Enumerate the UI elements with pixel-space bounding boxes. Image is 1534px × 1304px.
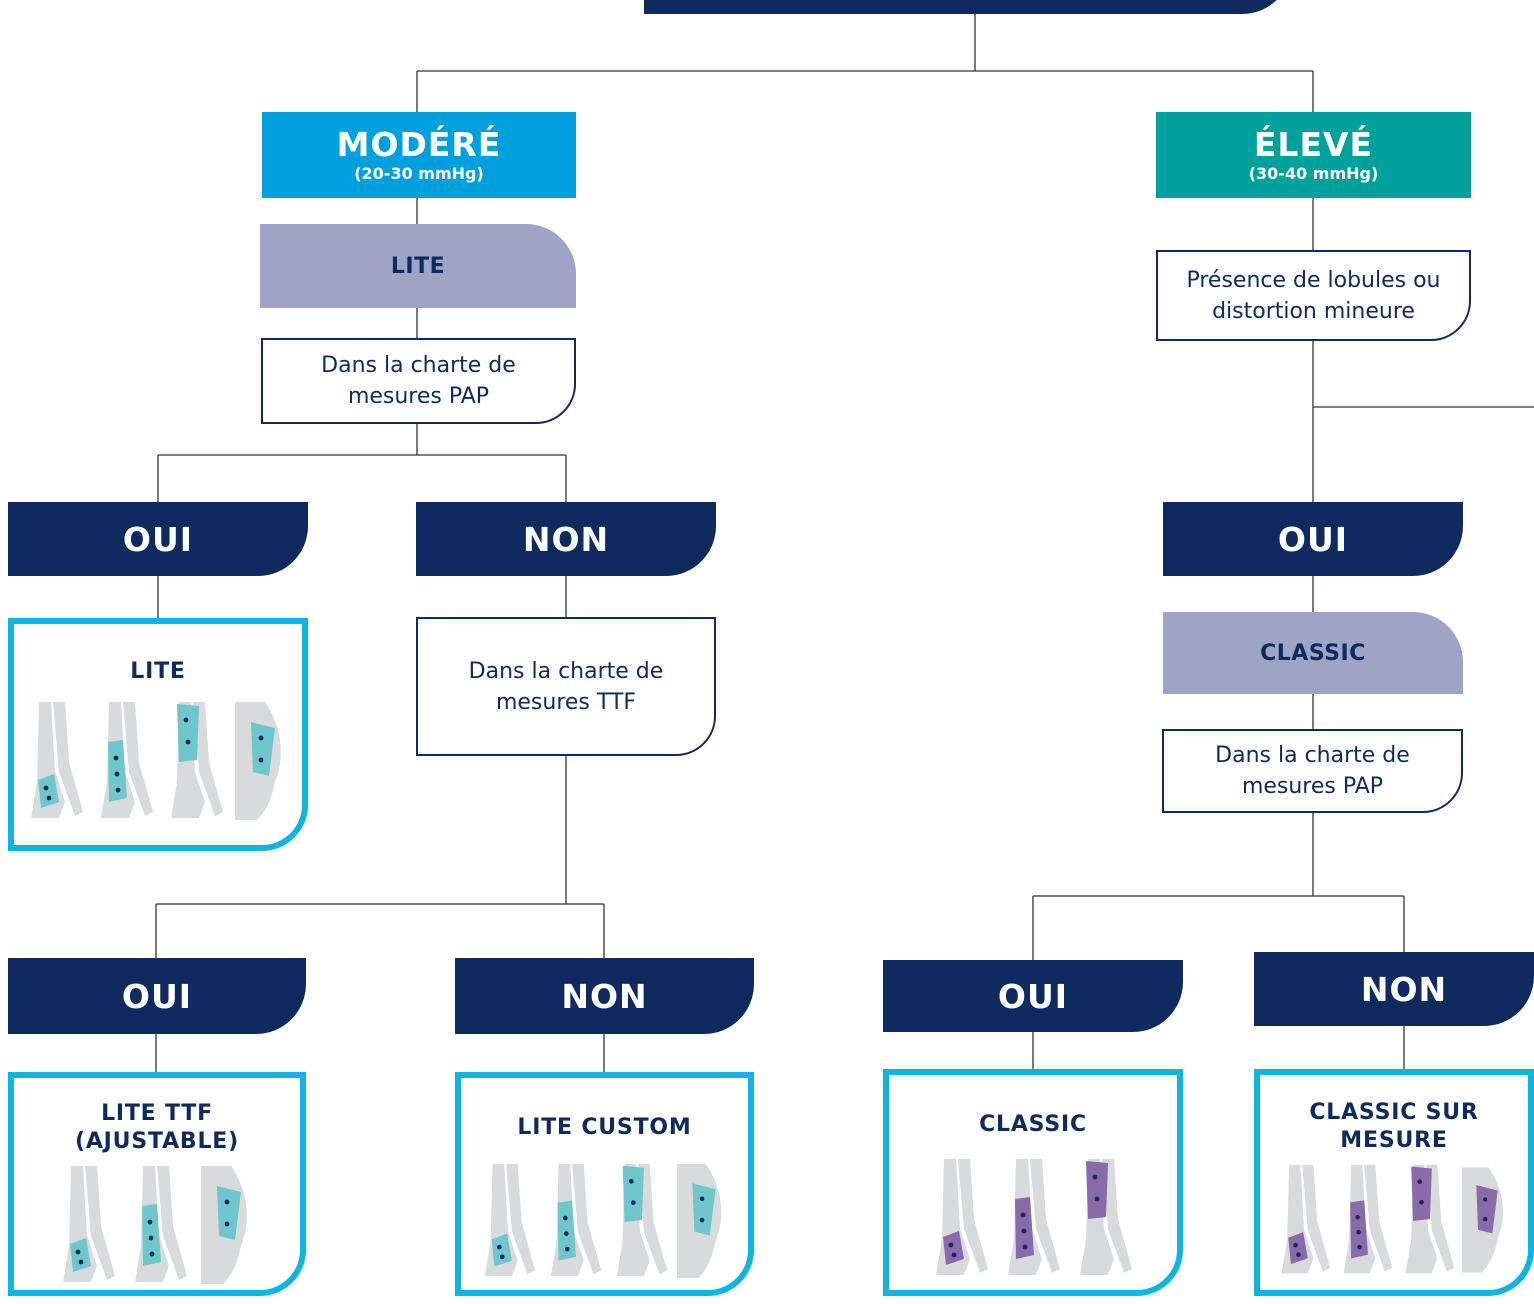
result-title: LITE TTF (AJUSTABLE)	[75, 1101, 239, 1154]
result-classic: CLASSIC	[883, 1069, 1183, 1296]
result-lite-custom: LITE CUSTOM	[455, 1072, 754, 1296]
compression-garment-icon	[550, 1163, 601, 1277]
answer-yes-ttf: OUI	[8, 958, 306, 1034]
compression-garment-icon	[235, 702, 281, 820]
question-pap-moderate: Dans la charte de mesures PAP	[261, 338, 576, 424]
result-title: CLASSIC SUR MESURE	[1309, 1100, 1479, 1153]
answer-yes-pap-high: OUI	[883, 960, 1183, 1032]
question-text: Dans la charte de mesures PAP	[1215, 743, 1410, 799]
result-classic-custom: CLASSIC SUR MESURE	[1254, 1069, 1534, 1296]
product-lite: LITE	[260, 224, 576, 308]
answer-label: NON	[1360, 969, 1448, 1009]
compression-garment-icon	[484, 1163, 535, 1277]
level-subtitle: (20-30 mmHg)	[354, 164, 484, 183]
answer-no-pap-high: NON	[1254, 952, 1534, 1026]
result-title: LITE	[130, 659, 186, 684]
level-title: ÉLEVÉ	[1253, 125, 1374, 164]
product-classic: CLASSIC	[1163, 612, 1463, 694]
level-moderate: MODÉRÉ (20-30 mmHg)	[262, 112, 576, 198]
answer-no-pap-moderate: NON	[416, 502, 716, 576]
result-lite-ttf: LITE TTF (AJUSTABLE)	[8, 1072, 306, 1296]
root-node	[644, 0, 1292, 14]
answer-label: OUI	[122, 519, 194, 559]
question-ttf: Dans la charte de mesures TTF	[416, 617, 716, 756]
level-title: MODÉRÉ	[336, 125, 502, 164]
product-label: LITE	[390, 253, 446, 279]
answer-label: OUI	[997, 976, 1069, 1016]
question-text: Dans la charte de mesures PAP	[321, 353, 516, 409]
compression-garment-icon	[31, 702, 83, 818]
question-text: Présence de lobules ou distortion mineur…	[1186, 267, 1441, 324]
compression-garment-icon	[616, 1163, 667, 1277]
answer-yes-pap-moderate: OUI	[8, 502, 308, 576]
compression-garment-icon	[1343, 1164, 1393, 1274]
answer-no-ttf: NON	[455, 958, 754, 1034]
result-title: CLASSIC	[979, 1112, 1087, 1137]
result-lite: LITE	[8, 618, 308, 851]
compression-garment-icon	[201, 1166, 247, 1284]
level-subtitle: (30-40 mmHg)	[1248, 164, 1379, 183]
compression-garment-icon	[1462, 1167, 1503, 1273]
compression-garment-icon	[63, 1166, 115, 1282]
compression-garment-icon	[135, 1166, 187, 1282]
question-text: Dans la charte de mesures TTF	[468, 658, 664, 715]
compression-garment-icon	[1281, 1164, 1331, 1274]
answer-label: NON	[561, 976, 648, 1016]
product-label: CLASSIC	[1260, 640, 1366, 666]
question-lobules: Présence de lobules ou distortion mineur…	[1156, 250, 1471, 341]
answer-label: OUI	[121, 976, 193, 1016]
result-title: LITE CUSTOM	[517, 1115, 692, 1140]
answer-label: NON	[522, 519, 610, 559]
compression-garment-icon	[101, 702, 153, 818]
question-pap-high: Dans la charte de mesures PAP	[1162, 729, 1463, 813]
answer-yes-lobules: OUI	[1163, 502, 1463, 576]
compression-garment-icon	[1405, 1164, 1455, 1274]
answer-label: OUI	[1277, 519, 1349, 559]
compression-garment-icon	[171, 702, 223, 818]
compression-garment-icon	[676, 1164, 721, 1278]
compression-garment-icon	[1008, 1159, 1060, 1275]
compression-garment-icon	[1080, 1159, 1132, 1275]
level-high: ÉLEVÉ (30-40 mmHg)	[1156, 112, 1471, 198]
compression-garment-icon	[936, 1159, 988, 1275]
